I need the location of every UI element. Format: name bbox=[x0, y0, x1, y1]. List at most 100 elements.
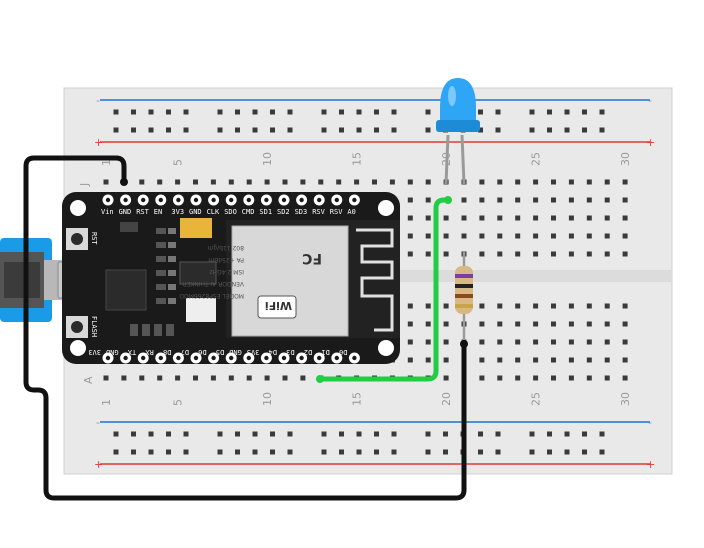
rail-hole bbox=[148, 449, 154, 455]
rail-hole bbox=[425, 431, 431, 437]
breadboard-hole bbox=[228, 375, 234, 381]
rail-hole bbox=[217, 109, 223, 115]
led-rim bbox=[436, 120, 480, 132]
bottom-rail-plus-right: + bbox=[646, 458, 655, 471]
breadboard-hole bbox=[479, 303, 485, 309]
breadboard-hole bbox=[622, 233, 628, 239]
bottom-rail-plus-left: + bbox=[94, 458, 103, 471]
smd-part bbox=[142, 324, 150, 336]
breadboard-hole bbox=[479, 197, 485, 203]
smd-part bbox=[130, 324, 138, 336]
breadboard-hole bbox=[157, 179, 163, 185]
breadboard-hole bbox=[425, 339, 431, 345]
small-chip bbox=[179, 261, 217, 285]
top-rail-minus-left: - bbox=[96, 94, 100, 107]
wifi-logo-box bbox=[257, 295, 297, 319]
breadboard-hole bbox=[586, 197, 592, 203]
breadboard-hole bbox=[604, 251, 610, 257]
breadboard-hole bbox=[515, 339, 521, 345]
rail-hole bbox=[391, 109, 397, 115]
board-pin-label: GND bbox=[189, 208, 202, 216]
breadboard-hole bbox=[586, 375, 592, 381]
breadboard-hole bbox=[497, 339, 503, 345]
flash-label: FLASH bbox=[90, 316, 98, 337]
smd-part bbox=[168, 228, 176, 234]
board-pin-label: D6 bbox=[198, 348, 206, 356]
smd-part bbox=[168, 256, 176, 262]
breadboard-hole bbox=[407, 197, 413, 203]
rail-hole bbox=[339, 431, 344, 437]
column-number: 25 bbox=[530, 392, 543, 406]
rail-hole bbox=[391, 431, 397, 437]
breadboard-hole bbox=[604, 339, 610, 345]
top-rail-plus-right: + bbox=[646, 136, 655, 149]
breadboard-hole bbox=[551, 179, 556, 185]
regulator-chip bbox=[180, 218, 212, 238]
breadboard-hole bbox=[479, 215, 485, 221]
breadboard-hole bbox=[533, 179, 539, 185]
breadboard-hole bbox=[443, 339, 449, 345]
board-pin-label: RSV bbox=[312, 208, 325, 216]
breadboard-hole bbox=[604, 179, 610, 185]
rail-hole bbox=[425, 127, 431, 133]
breadboard-hole bbox=[515, 197, 521, 203]
breadboard-hole bbox=[193, 179, 198, 185]
board-pin-label: GND bbox=[229, 348, 242, 356]
breadboard-hole bbox=[533, 303, 539, 309]
board-pin-label: D7 bbox=[181, 348, 189, 356]
rail-hole bbox=[564, 109, 570, 115]
reset-label: RST bbox=[90, 232, 98, 245]
rail-hole bbox=[270, 431, 275, 437]
black-wire-end-2 bbox=[460, 340, 468, 348]
rail-hole bbox=[217, 449, 223, 455]
flash-button-cap bbox=[71, 321, 83, 333]
column-number: 15 bbox=[351, 392, 364, 406]
board-pin-label: D1 bbox=[321, 348, 329, 356]
board-pin-label: D8 bbox=[163, 348, 171, 356]
top-rail-plus-left: + bbox=[94, 136, 103, 149]
column-number: 10 bbox=[261, 392, 274, 406]
reset-button-cap bbox=[71, 233, 83, 245]
breadboard-hole bbox=[586, 357, 592, 363]
breadboard-hole bbox=[210, 375, 216, 381]
mount-hole-bl bbox=[70, 340, 86, 356]
column-number: 1 bbox=[100, 399, 113, 406]
breadboard-hole bbox=[551, 357, 556, 363]
board-pin-label: D0 bbox=[339, 348, 347, 356]
breadboard-hole bbox=[533, 215, 539, 221]
led-leg-left bbox=[444, 134, 450, 185]
rail-hole bbox=[148, 127, 154, 133]
resistor-band-3 bbox=[455, 294, 473, 298]
smd-part bbox=[168, 242, 176, 248]
breadboard-hole bbox=[515, 251, 521, 257]
breadboard-hole bbox=[586, 233, 592, 239]
breadboard-hole bbox=[568, 375, 574, 381]
board-pin-label: SD2 bbox=[277, 208, 290, 216]
breadboard-hole bbox=[586, 179, 592, 185]
breadboard-hole bbox=[443, 321, 449, 327]
rail-hole bbox=[391, 127, 397, 133]
breadboard-hole bbox=[103, 375, 109, 381]
column-number: 30 bbox=[619, 392, 632, 406]
breadboard-hole bbox=[568, 357, 574, 363]
led-highlight bbox=[448, 86, 456, 106]
rail-hole bbox=[252, 127, 258, 133]
column-number: 10 bbox=[261, 152, 274, 166]
smd-part bbox=[168, 270, 176, 276]
row-letter-j: J bbox=[78, 183, 91, 187]
breadboard-hole bbox=[479, 357, 485, 363]
mount-hole-tr bbox=[378, 200, 394, 216]
breadboard-hole bbox=[407, 179, 413, 185]
rail-hole bbox=[564, 127, 570, 133]
rail-hole bbox=[148, 109, 154, 115]
column-number: 25 bbox=[530, 152, 543, 166]
board-pin-label: TX bbox=[127, 348, 136, 356]
rail-hole bbox=[529, 109, 535, 115]
rail-hole bbox=[252, 449, 258, 455]
breadboard-hole bbox=[479, 375, 485, 381]
rail-hole bbox=[582, 127, 587, 133]
rail-hole bbox=[425, 449, 431, 455]
breadboard-hole bbox=[604, 303, 610, 309]
rail-hole bbox=[113, 431, 119, 437]
